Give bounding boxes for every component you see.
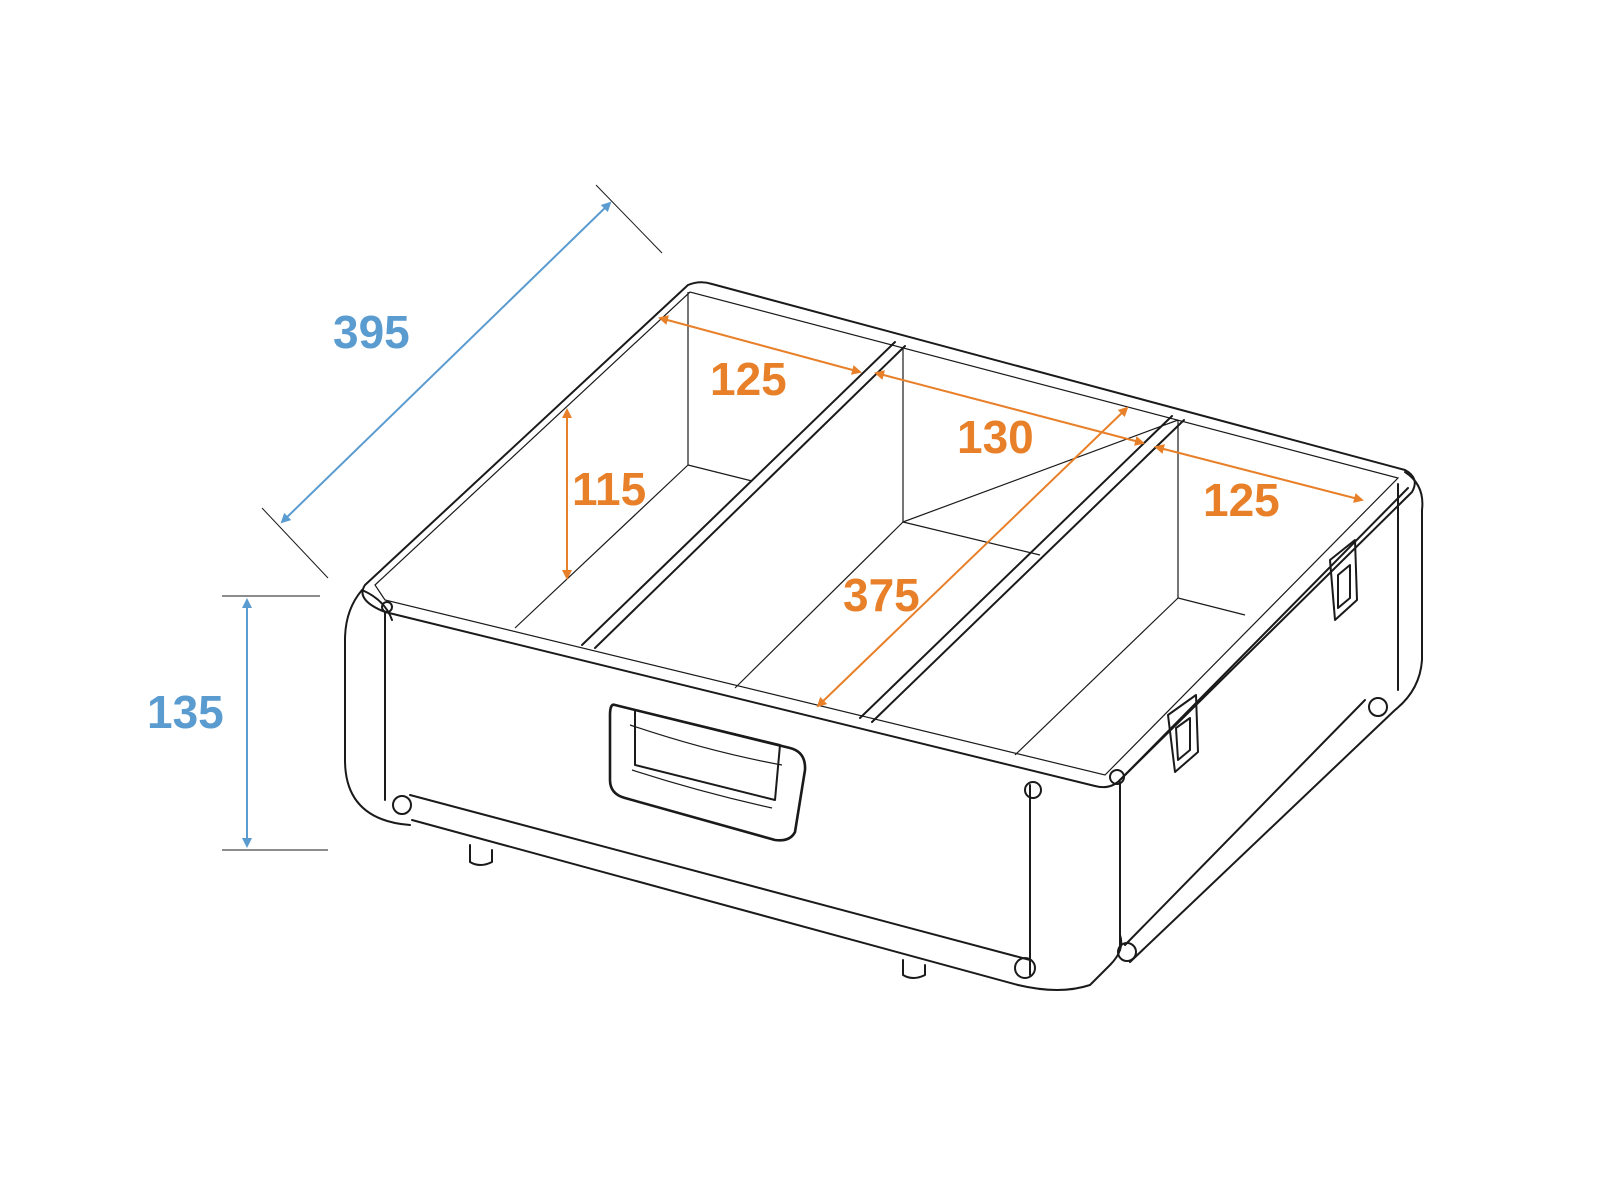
dimension-compartment-right: 125 — [1154, 444, 1364, 526]
compartment-right-label: 125 — [1203, 474, 1280, 526]
case-inner-rim — [374, 291, 1400, 776]
divider-1 — [581, 341, 906, 649]
foot — [469, 844, 493, 866]
latch — [1329, 539, 1358, 621]
compartment-left-label: 125 — [710, 353, 787, 405]
case-left-edge — [344, 589, 411, 826]
depth-arrow — [280, 201, 612, 524]
depth-label: 395 — [333, 306, 410, 358]
rivet — [1368, 697, 1388, 717]
compartment-middle-label: 130 — [957, 411, 1034, 463]
latch — [1167, 694, 1199, 773]
foot — [902, 959, 926, 979]
inner-height-label: 115 — [572, 463, 646, 515]
height-label: 135 — [147, 686, 224, 738]
dimension-compartment-middle: 130 — [874, 370, 1145, 463]
case-top-rim — [361, 281, 1416, 789]
dimension-depth: 395 — [261, 184, 663, 579]
inner-length-label: 375 — [843, 569, 920, 621]
case-front-face — [384, 611, 1121, 986]
dimension-inner-length: 375 — [816, 406, 1129, 708]
dimension-compartment-left: 125 — [658, 315, 862, 405]
case-right-face — [1119, 471, 1424, 963]
rivet — [1014, 957, 1036, 979]
case-drawing — [344, 281, 1424, 991]
inner-back-wall — [514, 292, 1246, 756]
rivet — [1109, 769, 1125, 785]
handle — [608, 703, 807, 842]
rivet — [392, 795, 412, 815]
rivet — [1024, 781, 1042, 799]
rivet — [381, 601, 393, 613]
dimension-height: 135 — [147, 595, 328, 851]
rivet — [1117, 942, 1137, 962]
dimension-inner-height: 115 — [562, 408, 646, 580]
